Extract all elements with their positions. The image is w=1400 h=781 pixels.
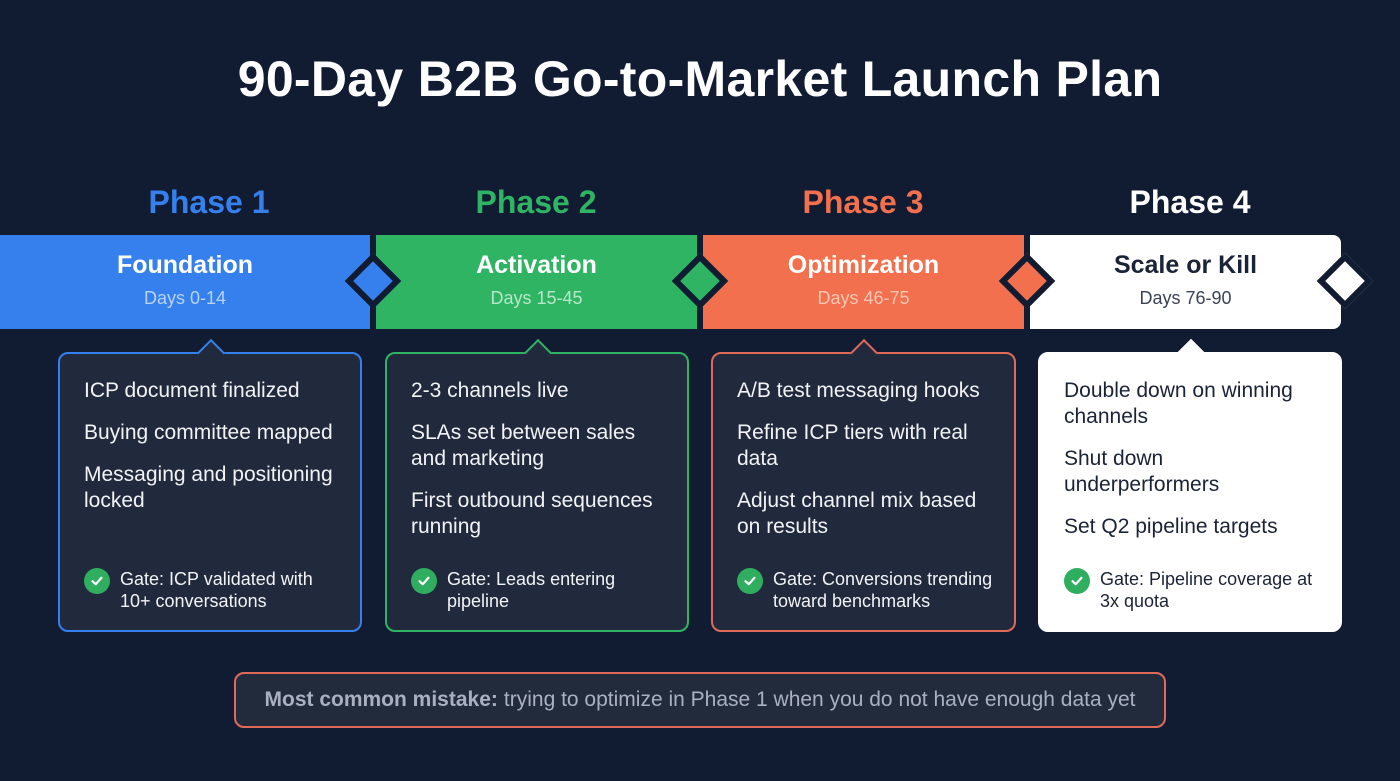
gate-text: Gate: Pipeline coverage at 3x quota: [1100, 569, 1313, 611]
check-circle-icon: [1064, 568, 1090, 594]
task-item: SLAs set between sales and marketing: [411, 421, 636, 470]
check-circle-icon: [411, 568, 437, 594]
card-pointer: [849, 338, 879, 368]
task-item: First outbound sequences running: [411, 489, 653, 538]
phase-2-name: Activation: [476, 251, 597, 279]
callout-text: trying to optimize in Phase 1 when you d…: [503, 688, 1136, 711]
phase-3-card: A/B test messaging hooks Refine ICP tier…: [711, 338, 1016, 632]
phase-1-name: Foundation: [116, 251, 254, 279]
task-item: A/B test messaging hooks: [737, 379, 980, 402]
gate-row: Gate: Pipeline coverage at 3x quota: [1064, 568, 1324, 612]
gate-row: Gate: Conversions trending toward benchm…: [737, 568, 998, 612]
task-item: Set Q2 pipeline targets: [1064, 515, 1278, 538]
phase-1-days: Days 0-14: [143, 288, 227, 308]
task-item: 2-3 channels live: [411, 379, 569, 402]
phase-1-band: Foundation Days 0-14: [0, 235, 370, 329]
phase-3-days: Days 46-75: [817, 288, 910, 308]
gate-text: Gate: Conversions trending toward benchm…: [773, 569, 993, 611]
page-title: 90-Day B2B Go-to-Market Launch Plan: [237, 51, 1163, 107]
phase-1-label: Phase 1: [148, 184, 270, 220]
gate-row: Gate: ICP validated with 10+ conversatio…: [84, 568, 344, 612]
task-item: ICP document finalized: [84, 379, 300, 402]
gate-row: Gate: Leads entering pipeline: [411, 568, 671, 612]
phase-4-days: Days 76-90: [1139, 288, 1232, 308]
common-mistake-callout: Most common mistake: trying to optimize …: [234, 672, 1166, 728]
phase-4-name: Scale or Kill: [1113, 251, 1258, 279]
task-item: Buying committee mapped: [84, 421, 333, 444]
task-item: Shut down underperformers: [1064, 447, 1220, 496]
card-pointer: [1176, 338, 1206, 368]
task-item: Double down on winning channels: [1064, 379, 1293, 428]
task-item: Refine ICP tiers with real data: [737, 421, 968, 470]
gate-text: Gate: ICP validated with 10+ conversatio…: [120, 569, 313, 611]
task-item: Messaging and positioning locked: [84, 463, 333, 512]
phase-2-card: 2-3 channels live SLAs set between sales…: [385, 338, 689, 632]
card-pointer: [523, 338, 553, 368]
phase-3-name: Optimization: [787, 251, 940, 279]
callout-label: Most common mistake:: [264, 688, 498, 711]
phase-3-band: Optimization Days 46-75: [703, 235, 1024, 329]
check-circle-icon: [84, 568, 110, 594]
check-circle-icon: [737, 568, 763, 594]
card-pointer: [196, 338, 226, 368]
phase-4-card: Double down on winning channels Shut dow…: [1038, 338, 1342, 632]
phase-4-label: Phase 4: [1129, 184, 1251, 220]
task-item: Adjust channel mix based on results: [737, 489, 977, 538]
phase-2-band: Activation Days 15-45: [376, 235, 697, 329]
phase-3-label: Phase 3: [802, 184, 924, 220]
gate-text: Gate: Leads entering pipeline: [447, 569, 616, 611]
phase-1-card: ICP document finalized Buying committee …: [58, 338, 362, 632]
phase-2-days: Days 15-45: [490, 288, 583, 308]
phase-2-label: Phase 2: [475, 184, 597, 220]
phase-4-band: Scale or Kill Days 76-90: [1030, 235, 1341, 329]
